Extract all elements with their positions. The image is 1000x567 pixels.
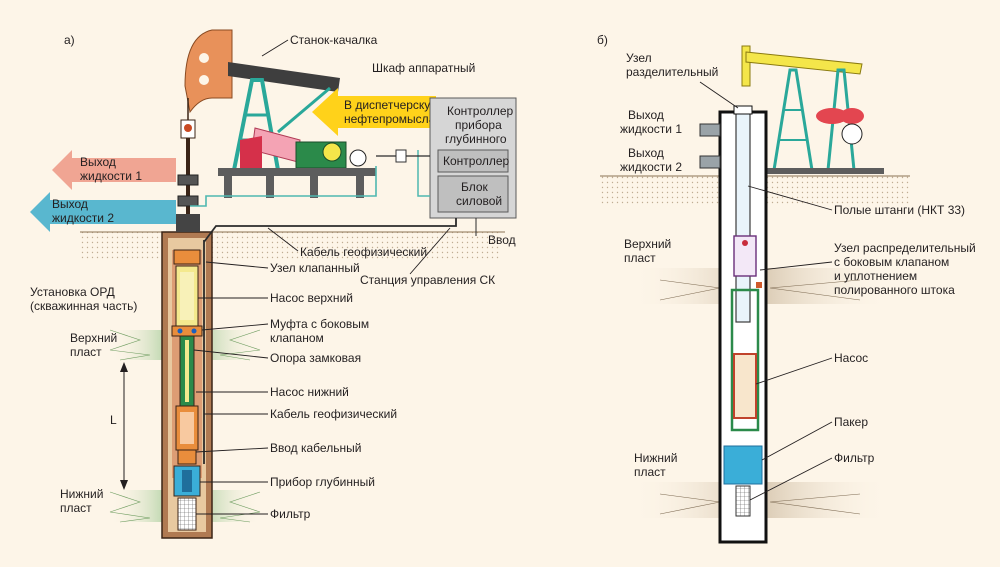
ground-surface-a xyxy=(80,230,505,260)
dispatch-label-line1: В диспетчерскую xyxy=(344,98,439,112)
dispatch-arrow xyxy=(312,88,436,136)
hollow-rods-leader xyxy=(747,185,833,211)
outlet2-b-line2: жидкости 2 xyxy=(620,160,682,174)
control-station-label: Станция управления СК xyxy=(360,273,495,287)
outlet1-b-line2: жидкости 1 xyxy=(620,122,682,136)
installation-line2: (скважинная часть) xyxy=(30,299,137,313)
panel-a-label: а) xyxy=(64,33,75,47)
pump-b-leader xyxy=(755,357,833,385)
separator-line1: Узел xyxy=(626,51,652,65)
control-station-leader xyxy=(409,227,451,275)
upper-layer-a-line2: пласт xyxy=(70,345,102,359)
cabinet-label: Шкаф аппаратный xyxy=(372,61,475,75)
lower-layer-a-line1: Нижний xyxy=(60,487,103,501)
hollow-rods-label: Полые штанги (НКТ 33) xyxy=(834,203,965,217)
outlet2-label-a-line2: жидкости 2 xyxy=(52,211,114,225)
input-label: Ввод xyxy=(488,233,516,247)
filter-b-leader xyxy=(749,457,833,501)
part-coupling-line1: Муфта с боковым xyxy=(270,317,369,331)
separator-line2: разделительный xyxy=(626,65,718,79)
distributor-line1: Узел распределительный xyxy=(834,241,976,255)
part-pump-lower: Насос нижний xyxy=(270,385,349,399)
dispatch-label-line2: нефтепромысла xyxy=(344,112,436,126)
part-geocable: Кабель геофизический xyxy=(270,407,397,421)
pump-b-label: Насос xyxy=(834,351,868,365)
power-block-line1: Блок xyxy=(461,180,489,194)
control-cabinet xyxy=(429,97,517,219)
controller-gauge-line2: прибора xyxy=(455,118,502,132)
outlet1-b-line1: Выход xyxy=(628,108,664,122)
pumpjack-leader xyxy=(261,39,289,57)
distributor-leader xyxy=(759,261,833,271)
outlet1-arrow-a xyxy=(52,150,176,190)
distributor-line4: полированного штока xyxy=(834,283,955,297)
outlet1-label-a-line1: Выход xyxy=(80,155,116,169)
part-cable-entry: Ввод кабельный xyxy=(270,441,361,455)
outlet1-label-a-line2: жидкости 1 xyxy=(80,169,142,183)
lower-layer-b-line2: пласт xyxy=(634,465,666,479)
wellhead-a xyxy=(176,119,200,232)
upper-layer-b-line1: Верхний xyxy=(624,237,671,251)
geocable-top-leader xyxy=(267,227,299,252)
part-filter: Фильтр xyxy=(270,507,311,521)
outlet2-label-a-line1: Выход xyxy=(52,197,88,211)
controller-gauge-line1: Контроллер xyxy=(447,104,514,118)
length-label: L xyxy=(110,413,117,427)
part-valve-node: Узел клапанный xyxy=(270,261,360,275)
outlet2-arrow-a xyxy=(30,192,176,232)
upper-layer-b-line2: пласт xyxy=(624,251,656,265)
part-coupling-line2: клапаном xyxy=(270,331,324,345)
part-lock-support: Опора замковая xyxy=(270,351,361,365)
well-casing-a xyxy=(161,231,213,539)
outlet2-b-line1: Выход xyxy=(628,146,664,160)
upper-layer-a-line1: Верхний xyxy=(70,331,117,345)
lower-layer-b-line1: Нижний xyxy=(634,451,677,465)
lower-layer-a-line2: пласт xyxy=(60,501,92,515)
part-gauge: Прибор глубинный xyxy=(270,475,375,489)
filter-b-label: Фильтр xyxy=(834,451,875,465)
well-casing-b xyxy=(699,105,768,544)
packer-leader xyxy=(761,421,833,461)
power-block-line2: силовой xyxy=(456,194,502,208)
separator-leader xyxy=(699,81,739,109)
controller-gauge-line3: глубинного xyxy=(445,132,507,146)
distributor-line3: и уплотнением xyxy=(834,269,917,283)
cables-a xyxy=(190,149,477,243)
geocable-top-label: Кабель геофизический xyxy=(300,245,427,259)
installation-line1: Установка ОРД xyxy=(30,285,115,299)
distributor-line2: с боковым клапаном xyxy=(834,255,949,269)
controller-label: Контроллер xyxy=(443,154,510,168)
panel-b-label: б) xyxy=(597,33,608,47)
pumpjack-a xyxy=(184,29,376,198)
length-dimension xyxy=(120,362,128,490)
packer-label: Пакер xyxy=(834,415,868,429)
part-leaders-a xyxy=(193,261,269,515)
part-pump-upper: Насос верхний xyxy=(270,291,353,305)
pumpjack-label: Станок-качалка xyxy=(290,33,378,47)
pumpjack-b xyxy=(741,45,884,174)
